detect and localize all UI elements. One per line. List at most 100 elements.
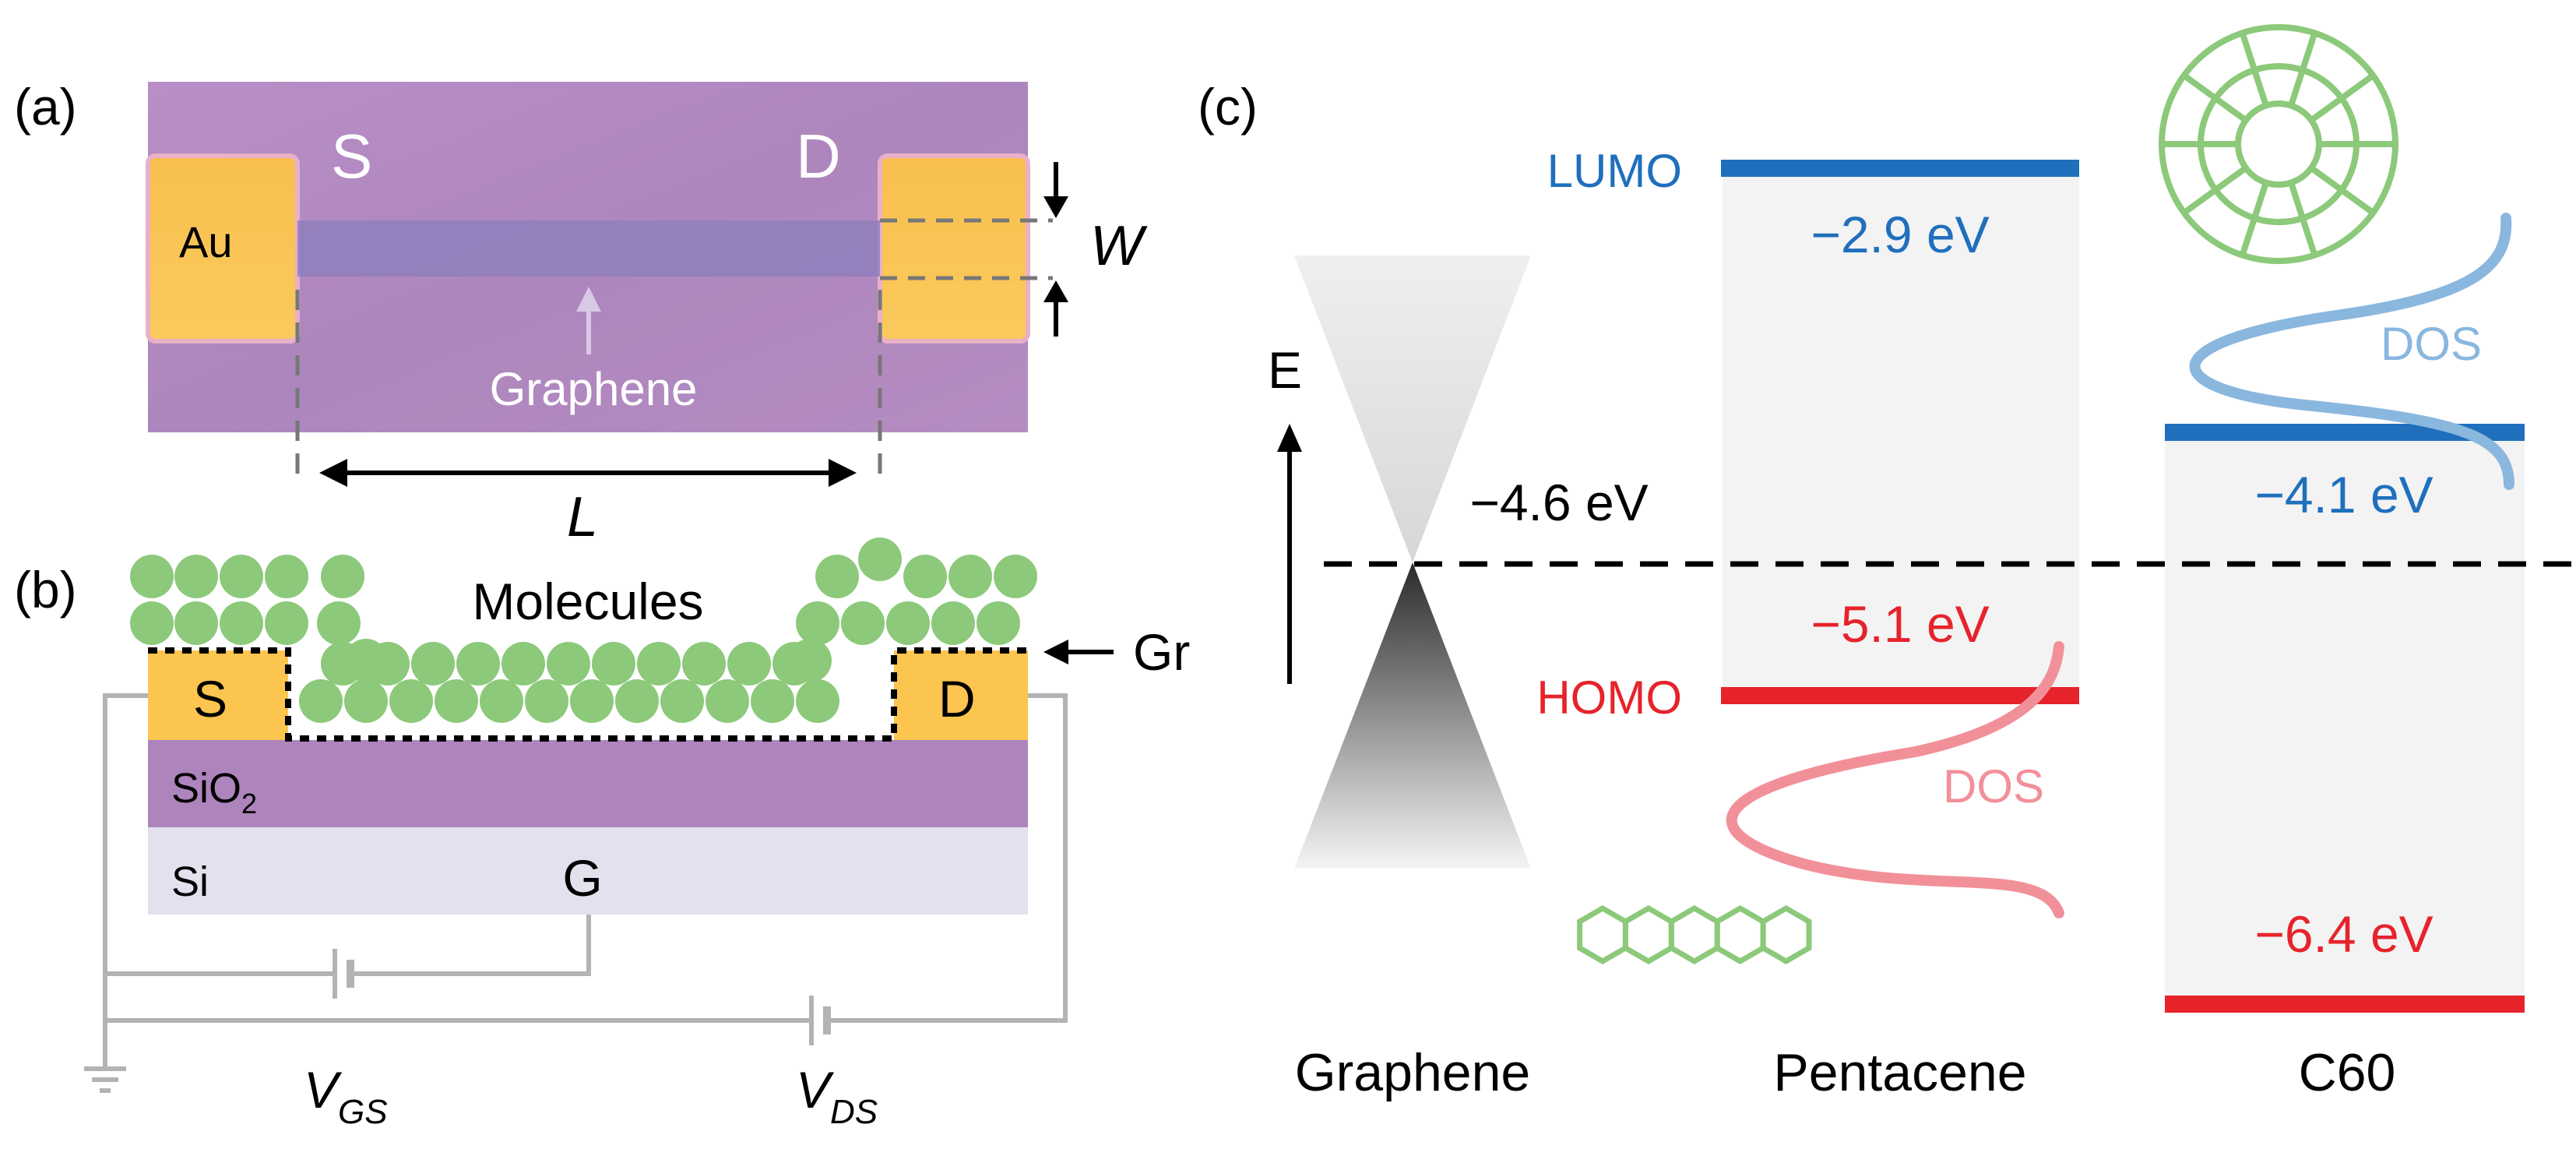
drain-label: D xyxy=(796,122,841,191)
molecule-sphere xyxy=(411,642,455,686)
molecule-sphere xyxy=(886,601,930,645)
oxide-label: SiO2 xyxy=(171,765,257,819)
molecule-sphere xyxy=(174,601,218,645)
gate-label: G xyxy=(562,849,602,907)
molecule-sphere xyxy=(174,555,218,598)
molecule-sphere xyxy=(994,555,1037,598)
graphene-label: Gr xyxy=(1133,623,1190,681)
molecule-sphere xyxy=(841,601,885,645)
molecule-sphere xyxy=(815,555,859,598)
drain-electrode xyxy=(878,153,1030,344)
molecule-sphere xyxy=(682,642,726,686)
oxide-subscript: 2 xyxy=(241,788,257,819)
panel-c-label: (c) xyxy=(1198,78,1258,136)
vgs-subscript: GS xyxy=(338,1093,388,1131)
molecule-layer xyxy=(130,537,1037,723)
molecule-sphere xyxy=(317,601,361,645)
graphene-column-label: Graphene xyxy=(1295,1043,1530,1102)
molecule-sphere xyxy=(637,642,681,686)
molecule-sphere xyxy=(456,642,500,686)
graphene-pointer-head xyxy=(1043,640,1068,664)
energy-axis-label: E xyxy=(1268,341,1302,399)
panel-a: (a) Au S D Graphene W L xyxy=(14,78,1148,548)
oxide-layer xyxy=(148,740,1028,827)
graphene-lower-cone xyxy=(1294,562,1531,869)
molecule-sphere xyxy=(501,642,545,686)
drain-wire xyxy=(827,693,1068,1023)
molecule-sphere xyxy=(389,679,433,723)
pentacene-ring xyxy=(1714,904,1766,965)
pentacene-ring xyxy=(1622,904,1674,965)
molecule-sphere xyxy=(931,601,975,645)
channel-label: Graphene xyxy=(490,363,698,415)
panel-a-label: (a) xyxy=(14,78,77,136)
width-label: W xyxy=(1090,215,1148,277)
c60-gap-band xyxy=(2165,434,2525,1004)
c60-dos-curve xyxy=(2189,213,2514,490)
molecule-sphere xyxy=(130,555,174,598)
molecule-sphere xyxy=(796,601,839,645)
molecule-sphere xyxy=(525,679,568,723)
molecule-sphere xyxy=(547,642,590,686)
molecule-sphere xyxy=(220,555,263,598)
molecule-sphere xyxy=(903,555,947,598)
length-arrowhead-left xyxy=(319,459,347,487)
source-label: S xyxy=(331,122,372,191)
molecule-sphere xyxy=(977,601,1020,645)
length-label: L xyxy=(567,486,598,548)
molecule-sphere xyxy=(220,601,263,645)
graphene-pointer-head xyxy=(576,287,601,312)
pentacene-gap-band xyxy=(1723,168,2079,698)
c60-molecule-icon xyxy=(2159,24,2398,264)
molecule-sphere xyxy=(660,679,704,723)
panel-b: (b) Molecules Gr S D SiO2 Si G xyxy=(14,537,1190,1131)
homo-tag: HOMO xyxy=(1536,671,1682,724)
molecule-sphere xyxy=(592,642,635,686)
energy-axis-arrowhead xyxy=(1277,424,1302,452)
molecule-sphere xyxy=(706,679,749,723)
source-contact xyxy=(148,650,288,740)
length-arrowhead-right xyxy=(829,459,857,487)
circuit xyxy=(103,693,1068,1069)
source-contact-label: S xyxy=(193,670,227,728)
molecule-sphere xyxy=(751,679,794,723)
molecule-sphere xyxy=(570,679,614,723)
ground-icon xyxy=(84,1066,126,1093)
c60-lumo-label: −4.1 eV xyxy=(2254,466,2433,523)
molecule-sphere xyxy=(344,679,388,723)
vds-subscript: DS xyxy=(830,1093,878,1131)
pentacene-ring xyxy=(1760,904,1812,965)
c60-column-label: C60 xyxy=(2299,1043,2396,1102)
pentacene-column-label: Pentacene xyxy=(1773,1043,2026,1102)
graphene-level-label: −4.6 eV xyxy=(1469,474,1648,531)
lumo-tag: LUMO xyxy=(1547,145,1682,197)
pentacene-molecule-icon xyxy=(1577,904,1812,965)
panel-c: (c) E −4.6 eV LUMO HOMO −2.9 eV −5.1 eV … xyxy=(1198,24,2576,1102)
molecule-sphere xyxy=(366,642,410,686)
drain-contact xyxy=(894,650,1028,740)
pentacene-dos-curve xyxy=(1726,641,2064,918)
drain-contact-label: D xyxy=(938,670,976,728)
molecule-sphere xyxy=(615,679,659,723)
molecule-sphere xyxy=(480,679,523,723)
pentacene-lumo-label: −2.9 eV xyxy=(1811,206,1989,263)
molecule-sphere xyxy=(772,642,816,686)
molecule-sphere xyxy=(130,601,174,645)
gate-wire xyxy=(350,915,591,976)
source-wire xyxy=(103,693,148,1069)
molecule-sphere xyxy=(299,679,343,723)
molecule-sphere xyxy=(321,555,364,598)
molecule-sphere xyxy=(321,642,364,686)
vds-label: VDS xyxy=(796,1061,878,1131)
molecule-sphere xyxy=(265,555,308,598)
molecule-sphere xyxy=(858,537,902,581)
vgs-label: VGS xyxy=(304,1061,388,1131)
molecule-sphere xyxy=(948,555,992,598)
molecule-sphere xyxy=(796,679,839,723)
graphene-sheet-outline xyxy=(148,647,1028,742)
pentacene-homo-label: −5.1 eV xyxy=(1811,595,1989,653)
width-arrowhead-bottom xyxy=(1043,280,1068,302)
graphene-upper-cone xyxy=(1294,256,1531,562)
molecule-sphere xyxy=(435,679,478,723)
